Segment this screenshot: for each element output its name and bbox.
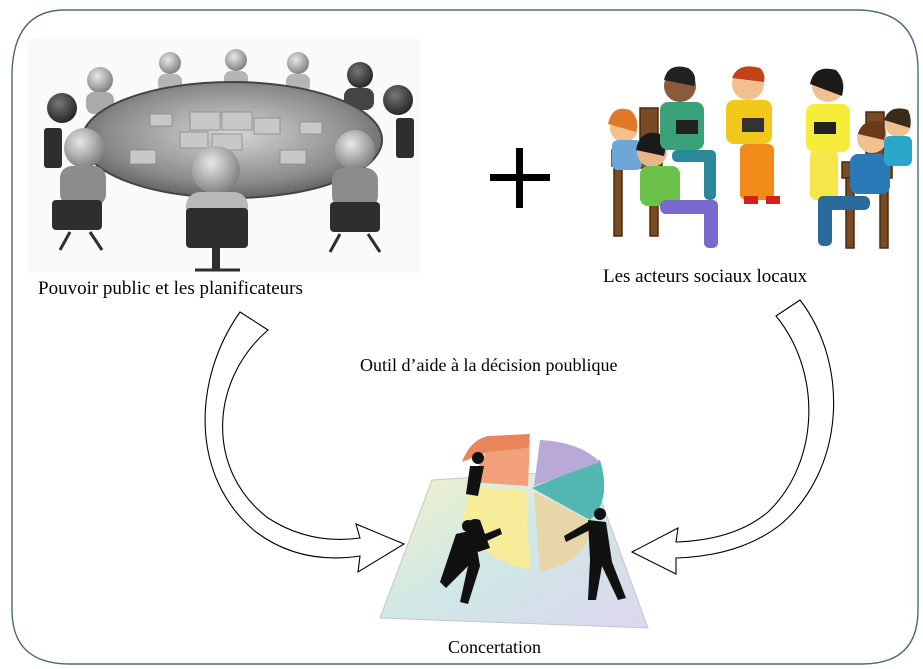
left-curved-arrow <box>204 311 406 574</box>
right-curved-arrow <box>630 299 835 575</box>
local-actors-label: Les acteurs sociaux locaux <box>603 266 808 287</box>
round-table-meeting-illustration <box>28 38 420 273</box>
local-actors-group-illustration <box>608 66 912 249</box>
concertation-label: Concertation <box>448 637 541 657</box>
plus-operator <box>490 148 550 208</box>
decision-tool-label: Outil d’aide à la décision poublique <box>360 355 618 375</box>
public-authority-label: Pouvoir public et les planificateurs <box>38 278 303 299</box>
plus-vertical-bar <box>516 148 523 208</box>
concertation-pie-illustration <box>379 434 649 629</box>
outer-frame <box>11 9 919 665</box>
